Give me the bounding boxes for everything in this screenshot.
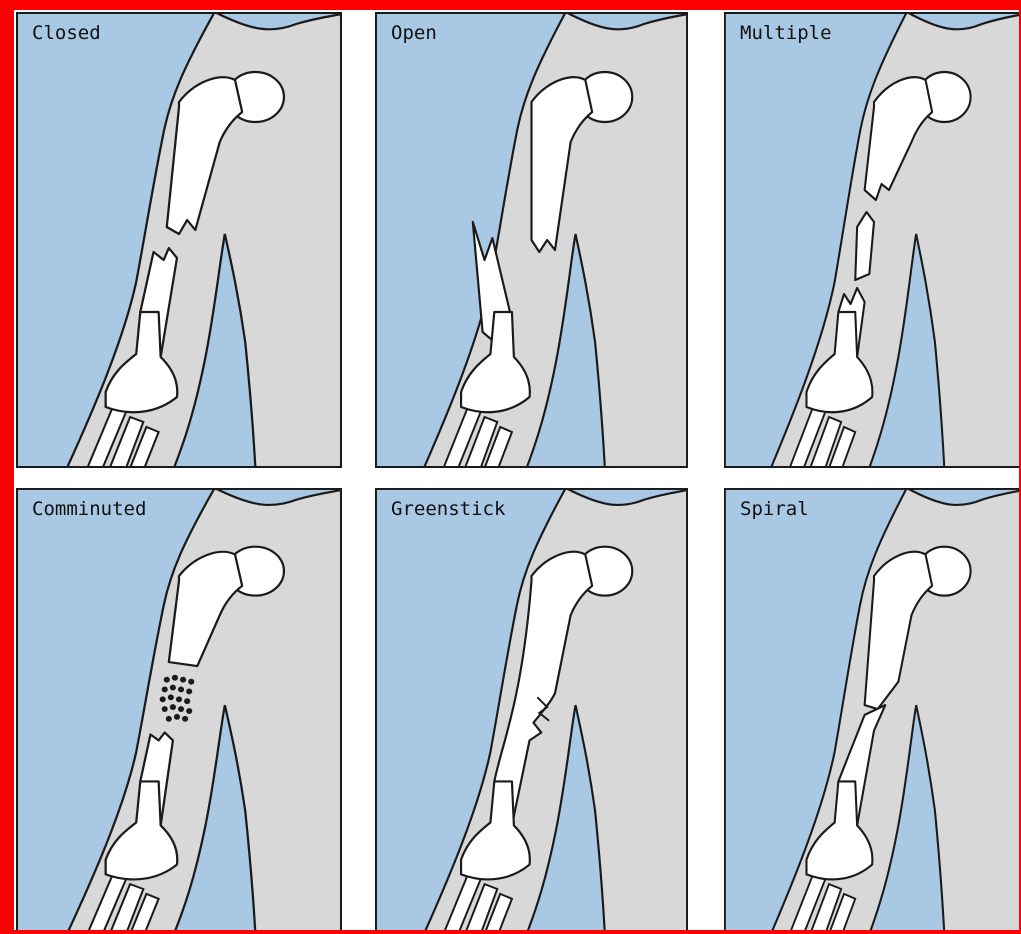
bone-chip: [178, 687, 184, 693]
panel-closed: Closed: [16, 12, 342, 468]
bone-chip: [172, 675, 178, 681]
bone-chip: [174, 714, 180, 720]
panel-label: Greenstick: [391, 498, 505, 520]
arm-illustration: [16, 488, 342, 934]
panel-comminuted: Comminuted: [16, 488, 342, 934]
panel-multiple: Multiple: [724, 12, 1021, 468]
panel-label: Multiple: [740, 22, 832, 44]
panel-greenstick: Greenstick: [375, 488, 688, 934]
arm-illustration: [375, 12, 688, 468]
arm-illustration: [724, 488, 1021, 934]
bone-chip: [188, 679, 194, 685]
panel-open: Open: [375, 12, 688, 468]
bone-chip: [162, 687, 168, 693]
arm-illustration: [375, 488, 688, 934]
panel-art: [375, 488, 688, 934]
bone-chip: [176, 696, 182, 702]
panel-label: Spiral: [740, 498, 809, 520]
bone-chip: [170, 685, 176, 691]
bone-chip: [186, 689, 192, 695]
arm-illustration: [16, 12, 342, 468]
arm-illustration: [724, 12, 1021, 468]
bone-chip: [164, 677, 170, 683]
panel-label: Open: [391, 22, 437, 44]
bone-chip: [160, 696, 166, 702]
bone-chip: [170, 704, 176, 710]
bone-chip: [182, 716, 188, 722]
bone-chip: [166, 716, 172, 722]
bone-chip: [178, 706, 184, 712]
panel-art: [724, 488, 1021, 934]
panel-label: Comminuted: [32, 498, 146, 520]
panel-spiral: Spiral: [724, 488, 1021, 934]
panel-art: [16, 12, 342, 468]
panel-label: Closed: [32, 22, 101, 44]
bone-chip: [186, 708, 192, 714]
panel-art: [16, 488, 342, 934]
bone-chip: [168, 694, 174, 700]
bone-chip: [180, 677, 186, 683]
bone-chip: [184, 698, 190, 704]
bone-chip: [162, 706, 168, 712]
panel-art: [724, 12, 1021, 468]
panel-art: [375, 12, 688, 468]
